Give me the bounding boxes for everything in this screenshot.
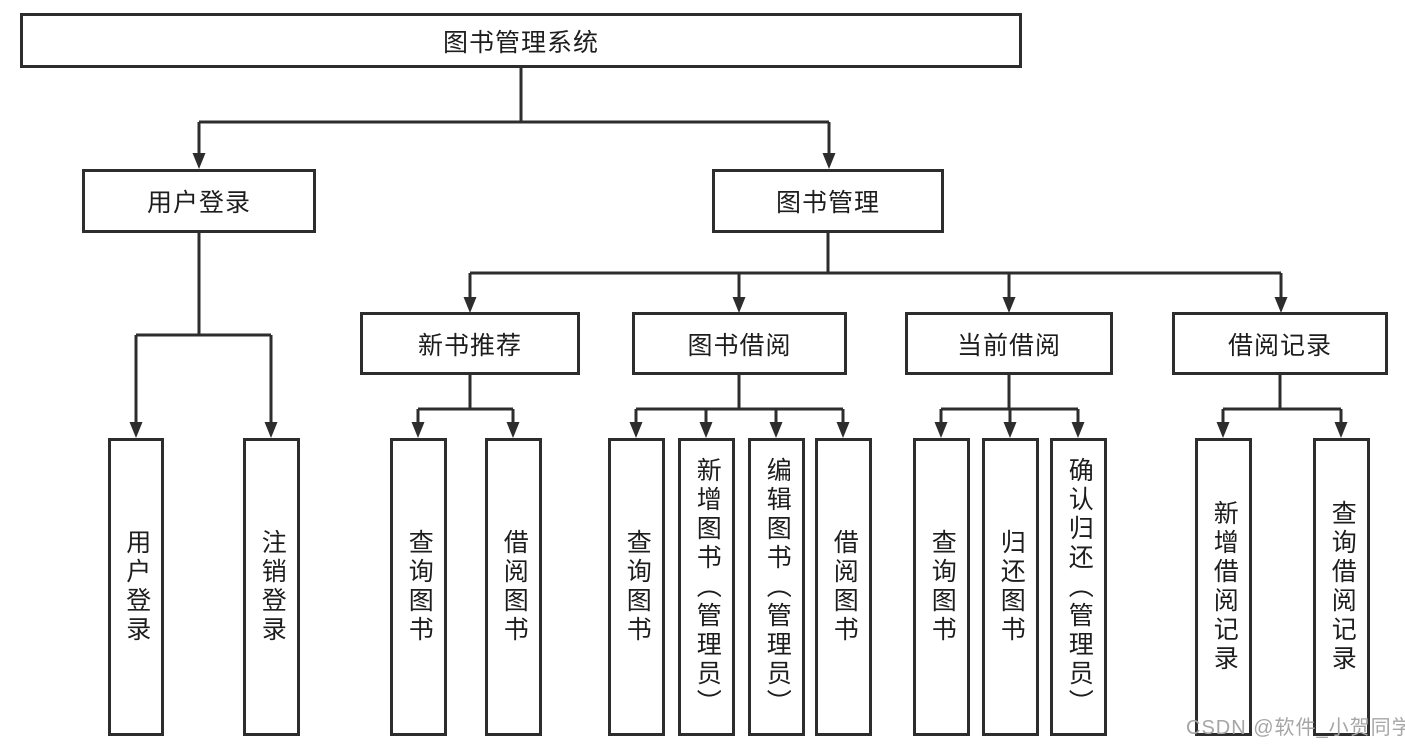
node-label: 归还图书 xyxy=(997,529,1026,645)
arrowhead-icon xyxy=(822,153,836,169)
connector-current-borrow-to-leaves xyxy=(934,375,1085,438)
arrowhead-icon xyxy=(264,422,278,438)
arrowhead-icon xyxy=(1216,422,1230,438)
node-borrow-records: 借阅记录 xyxy=(1172,312,1388,375)
arrowhead-icon xyxy=(192,153,206,169)
node-label: 查询借阅记录 xyxy=(1328,500,1357,674)
leaf-current-return-book: 归还图书 xyxy=(982,438,1039,736)
node-label: 用户登录 xyxy=(122,529,151,645)
connector-root-to-level2 xyxy=(192,68,836,169)
leaf-borrow-borrow-book: 借阅图书 xyxy=(815,438,872,736)
arrowhead-icon xyxy=(463,297,477,313)
arrowhead-icon xyxy=(1003,422,1017,438)
connector-book-management-to-level3 xyxy=(463,233,1288,313)
node-label: 查询图书 xyxy=(623,529,652,645)
arrowhead-icon xyxy=(629,422,643,438)
arrowhead-icon xyxy=(1274,297,1288,313)
node-label: 新增借阅记录 xyxy=(1210,500,1239,674)
node-label: 图书管理系统 xyxy=(442,28,599,57)
node-book-management: 图书管理 xyxy=(712,169,944,233)
arrowhead-icon xyxy=(769,422,783,438)
node-library-management-system: 图书管理系统 xyxy=(20,13,1022,68)
node-label: 编辑图书（管理员） xyxy=(763,456,792,718)
node-current-borrow: 当前借阅 xyxy=(905,312,1113,375)
node-new-book-recommend: 新书推荐 xyxy=(360,312,580,375)
leaf-recommend-borrow-book: 借阅图书 xyxy=(485,438,542,736)
node-label: 确认归还（管理员） xyxy=(1065,456,1094,718)
node-label: 借阅记录 xyxy=(1227,331,1332,360)
node-label: 注销登录 xyxy=(258,529,287,645)
leaf-borrow-query-book: 查询图书 xyxy=(608,438,665,736)
connector-borrow-records-to-leaves xyxy=(1216,375,1348,438)
node-label: 新增图书（管理员） xyxy=(693,456,722,718)
node-user-login: 用户登录 xyxy=(82,169,316,233)
leaf-records-add-record: 新增借阅记录 xyxy=(1195,438,1252,736)
arrowhead-icon xyxy=(732,297,746,313)
leaf-logout: 注销登录 xyxy=(243,438,300,736)
connector-new-book-recommend-to-leaves xyxy=(411,375,520,438)
leaf-borrow-add-book-admin: 新增图书（管理员） xyxy=(678,438,735,736)
connector-book-borrow-to-leaves xyxy=(629,375,850,438)
arrowhead-icon xyxy=(411,422,425,438)
leaf-current-confirm-return-admin: 确认归还（管理员） xyxy=(1050,438,1107,736)
arrowhead-icon xyxy=(1002,297,1016,313)
watermark: CSDN @软件_小贺同学 xyxy=(1186,717,1405,739)
node-label: 借阅图书 xyxy=(500,529,529,645)
arrowhead-icon xyxy=(699,422,713,438)
arrowhead-icon xyxy=(934,422,948,438)
leaf-records-query-record: 查询借阅记录 xyxy=(1313,438,1370,736)
node-label: 借阅图书 xyxy=(830,529,859,645)
leaf-current-query-book: 查询图书 xyxy=(913,438,970,736)
arrowhead-icon xyxy=(1071,422,1085,438)
node-label: 图书借阅 xyxy=(687,331,792,360)
leaf-borrow-edit-book-admin: 编辑图书（管理员） xyxy=(748,438,805,736)
arrowhead-icon xyxy=(506,422,520,438)
node-label: 查询图书 xyxy=(405,529,434,645)
leaf-recommend-query-book: 查询图书 xyxy=(390,438,447,736)
node-label: 用户登录 xyxy=(146,189,251,217)
leaf-user-login: 用户登录 xyxy=(108,438,164,736)
connector-user-login-to-leaves xyxy=(129,233,278,438)
node-label: 查询图书 xyxy=(928,529,957,645)
arrowhead-icon xyxy=(129,422,143,438)
node-book-borrow: 图书借阅 xyxy=(632,312,847,375)
node-label: 图书管理 xyxy=(775,189,880,217)
arrowhead-icon xyxy=(1334,422,1348,438)
node-label: 新书推荐 xyxy=(417,331,522,360)
node-label: 当前借阅 xyxy=(956,331,1061,360)
arrowhead-icon xyxy=(836,422,850,438)
